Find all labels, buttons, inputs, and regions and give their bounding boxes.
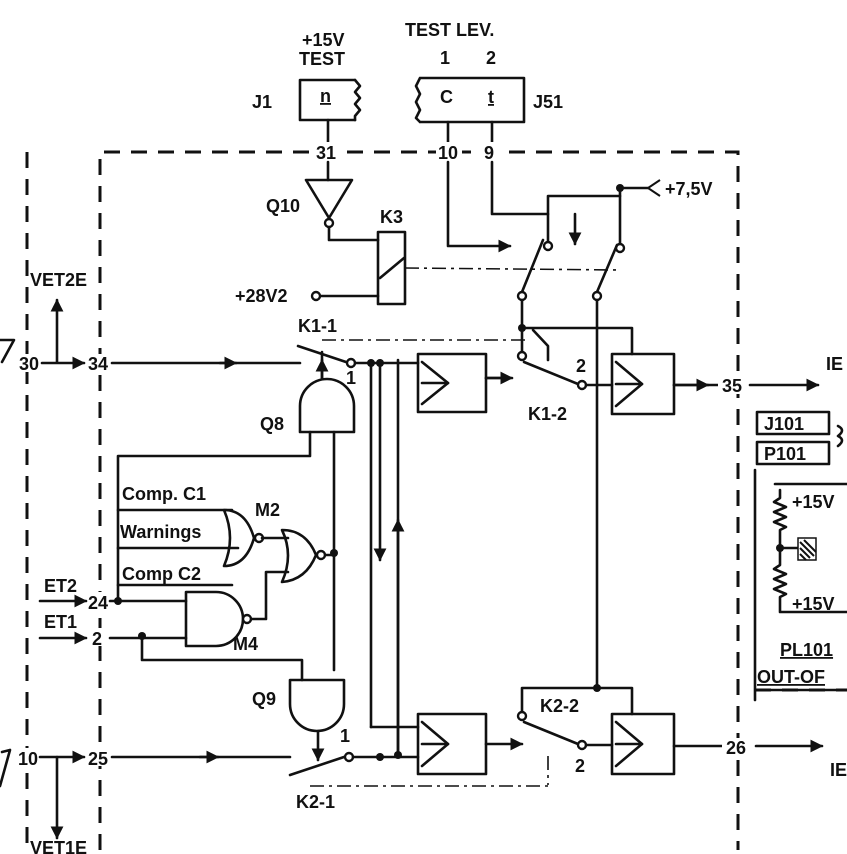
pin-24-label: 24 [88, 593, 108, 613]
amplifier-3 [416, 712, 524, 776]
pin-10-bottom-label: 10 [18, 749, 38, 769]
ie-bottom-label: IE [830, 760, 847, 780]
q10-label: Q10 [266, 196, 300, 216]
right-panel: J101 P101 +15V +15V PL101 OUT-OF [753, 410, 847, 702]
k1-2-contact-2: 2 [576, 356, 586, 376]
k1-2-label: K1-2 [528, 404, 567, 424]
amplifier-2: 35 IE [610, 352, 843, 416]
k1-1-label: K1-1 [298, 316, 337, 336]
test-level-switches: +7,5V [446, 160, 713, 302]
k3-label: K3 [380, 207, 403, 227]
pin-9-label: 9 [484, 143, 494, 163]
k1-1-contact-1: 1 [346, 368, 356, 388]
pl101-label: PL101 [780, 640, 833, 660]
k2-2-label: K2-2 [540, 696, 579, 716]
amplifier-4: 26 IE [610, 712, 847, 780]
pin-25-label: 25 [88, 749, 108, 769]
q9-and-gate: Q9 [252, 678, 346, 762]
m2-label: M2 [255, 500, 280, 520]
test-lev-2-label: 2 [486, 48, 496, 68]
p101-label: P101 [764, 444, 806, 464]
vet2e-label: VET2E [30, 270, 87, 290]
et2-label: ET2 [44, 576, 77, 596]
q8-label: Q8 [260, 414, 284, 434]
pin-26-label: 26 [726, 738, 746, 758]
warnings-label: Warnings [120, 522, 201, 542]
k2-2-switch: K2-2 2 [516, 684, 634, 776]
j1-test-label: TEST [299, 49, 345, 69]
test-lev-1-label: 1 [440, 48, 450, 68]
out-of-label: OUT-OF [757, 667, 825, 687]
pin-10-label: 10 [438, 143, 458, 163]
left-inputs-bottom: 10 VET1E 25 [0, 748, 292, 854]
j1-test-voltage-label: +15V [302, 30, 345, 50]
k2-1-switch: 1 K2-1 [288, 726, 420, 812]
cross-links [310, 358, 549, 787]
pin-2-label: 2 [92, 629, 102, 649]
j1-label: J1 [252, 92, 272, 112]
q9-label: Q9 [252, 689, 276, 709]
j51-label: J51 [533, 92, 563, 112]
plus15v-bottom-label: +15V [792, 594, 835, 614]
k2-1-label: K2-1 [296, 792, 335, 812]
m4-gate: ET2 ET1 24 2 M4 [38, 576, 304, 682]
et1-label: ET1 [44, 612, 77, 632]
comp-c2-label: Comp C2 [122, 564, 201, 584]
m4-label: M4 [233, 634, 258, 654]
comp-c1-label: Comp. C1 [122, 484, 206, 504]
plus-7-5v-label: +7,5V [665, 179, 713, 199]
q10-driver: Q10 [266, 160, 380, 242]
vet1e-label: VET1E [30, 838, 87, 854]
j51-pin-t-label: t [488, 87, 494, 107]
j51-connector: TEST LEV. 1 2 C t J51 [405, 20, 563, 145]
pin-35-label: 35 [722, 376, 742, 396]
j51-pin-c-label: C [440, 87, 453, 107]
j1-connector: +15V TEST J1 n [252, 30, 362, 145]
left-inputs-top: VET2E 30 34 [0, 270, 302, 374]
j101-label: J101 [764, 414, 804, 434]
pin-30-label: 30 [19, 354, 39, 374]
plus-28v2-label: +28V2 [235, 286, 288, 306]
m2-gates: Comp. C1 Warnings Comp C2 M2 [116, 484, 336, 620]
k3-relay: K3 +28V2 [235, 207, 621, 306]
pin-31-label: 31 [316, 143, 336, 163]
q8-and-gate: Q8 [116, 350, 356, 672]
plus15v-top-label: +15V [792, 492, 835, 512]
pin-34-label: 34 [88, 354, 108, 374]
k2-2-contact-2: 2 [575, 756, 585, 776]
k1-2-switch: 2 K1-2 [516, 298, 634, 692]
test-lev-label: TEST LEV. [405, 20, 494, 40]
ie-top-label: IE [826, 354, 843, 374]
amplifier-1 [416, 352, 514, 414]
j1-pin-label: n [320, 86, 331, 106]
k2-1-contact-1: 1 [340, 726, 350, 746]
